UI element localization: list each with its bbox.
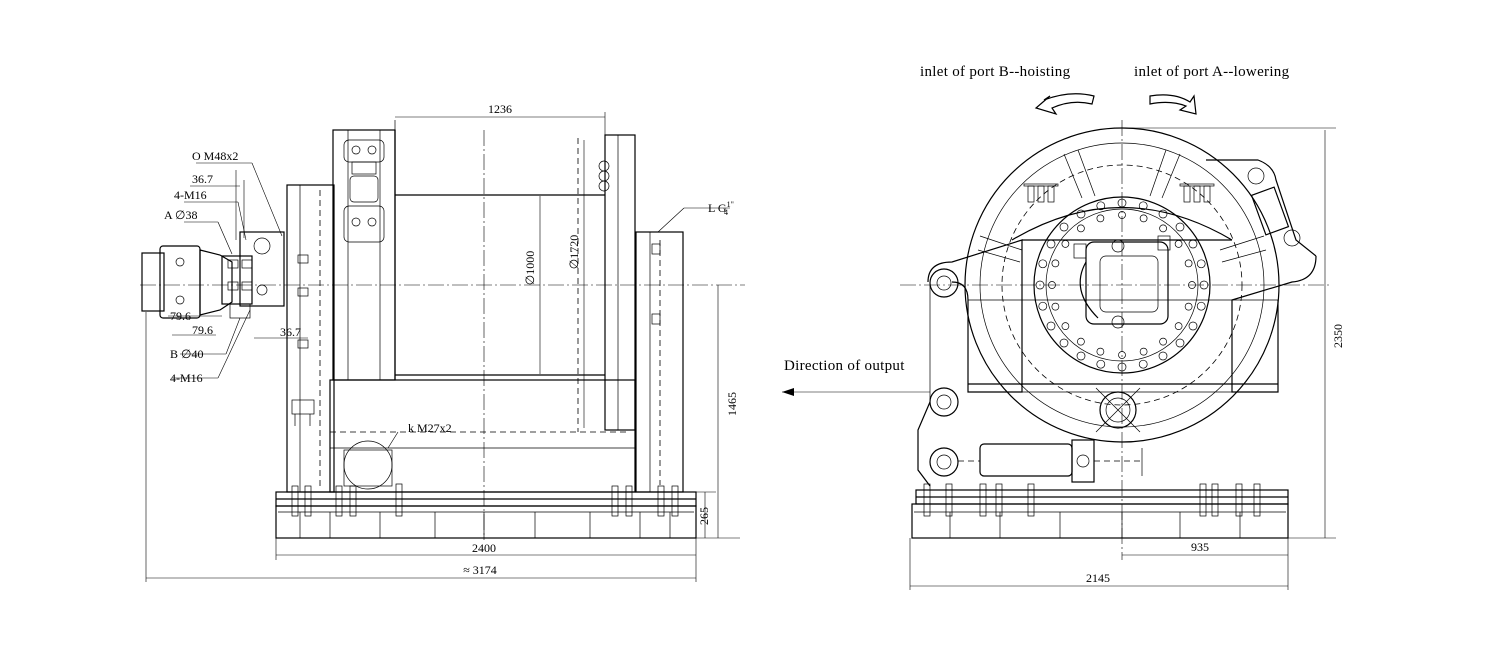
hub-bolt	[1184, 259, 1193, 268]
hub-bolt	[1159, 337, 1167, 346]
hub-bolt	[1199, 280, 1209, 290]
dim-79-6-a: 79.6	[170, 309, 191, 323]
hub-bolt	[1139, 214, 1148, 223]
hub-bolt	[1035, 280, 1045, 290]
hub-bolt	[1138, 359, 1148, 369]
overall-length-dimension: ≈ 3174	[463, 563, 497, 577]
hub-bolt	[1076, 351, 1086, 361]
dim-36-7-bottom: 36.7	[280, 325, 301, 339]
dim-36-7-top: 36.7	[192, 172, 213, 186]
hub-bolt	[1077, 337, 1085, 346]
hub-bolt	[1038, 301, 1048, 311]
half-width-dimension: 935	[1191, 540, 1209, 554]
hub-bolt	[1138, 201, 1148, 211]
hub-bolt	[1117, 362, 1127, 372]
flange-diameter-dimension: ∅1720	[567, 235, 581, 269]
bolts-top-label: 4-M16	[174, 188, 207, 202]
l-thread-denominator: 4	[724, 208, 728, 217]
overall-height-dimension: 2350	[1331, 324, 1345, 348]
o-thread-label: O M48x2	[192, 149, 238, 163]
hub-bolt	[1096, 347, 1105, 356]
hub-bolt	[1096, 201, 1106, 211]
drum-diameter-dimension: ∅1000	[523, 251, 537, 285]
bolts-bottom-label: 4-M16	[170, 371, 203, 385]
hub-bolt	[1059, 338, 1069, 348]
hub-bolt	[1046, 239, 1056, 249]
hub-bolt	[1077, 224, 1085, 233]
hub-bolt	[1159, 224, 1167, 233]
hub-bolt	[1061, 322, 1070, 330]
side-view: 1236 ∅1000 ∅1720 1465 265 2400 ≈ 3174 O …	[140, 102, 745, 582]
b-port-label: B ∅40	[170, 347, 203, 361]
hub-bolt	[1175, 338, 1185, 348]
base-height-dimension: 265	[697, 507, 711, 525]
direction-of-output-label: Direction of output	[784, 358, 905, 374]
hub-bolt	[1096, 359, 1106, 369]
end-view: inlet of port B--hoisting inlet of port …	[782, 64, 1345, 590]
dim-79-6-b: 79.6	[192, 323, 213, 337]
hub-bolt	[1051, 259, 1060, 268]
hub-bolt	[1188, 281, 1196, 289]
hub-bolt	[1158, 351, 1168, 361]
hub-bolt	[1139, 347, 1148, 356]
hub-bolt	[1158, 209, 1168, 219]
hub-bolt	[1118, 351, 1126, 359]
l-thread-label: L G1"	[708, 200, 734, 215]
port-b-caption: inlet of port B--hoisting	[920, 64, 1071, 80]
hub-bolt	[1118, 211, 1126, 219]
hub-bolt	[1076, 209, 1086, 219]
hub-bolt	[1096, 214, 1105, 223]
base-length-dimension: 2400	[472, 541, 496, 555]
hub-bolt	[1038, 259, 1048, 269]
k-thread-label: k M27x2	[408, 421, 452, 435]
hub-bolt	[1175, 222, 1185, 232]
drum-length-dimension: 1236	[488, 102, 512, 116]
overall-width-dimension: 2145	[1086, 571, 1110, 585]
hub-bolt	[1174, 240, 1183, 248]
hub-bolt	[1174, 322, 1183, 330]
center-height-dimension: 1465	[725, 392, 739, 416]
hub-bolt	[1046, 321, 1056, 331]
hub-bolt	[1048, 281, 1056, 289]
hydraulic-motor	[141, 231, 285, 319]
hub-bolt	[1188, 321, 1198, 331]
hub-bolt	[1061, 240, 1070, 248]
a-port-label: A ∅38	[164, 208, 197, 222]
hub-bolt	[1059, 222, 1069, 232]
hub-bolt	[1196, 301, 1206, 311]
hub-bolt	[1117, 198, 1127, 208]
hub-bolt	[1196, 259, 1206, 269]
hub-bolt	[1188, 239, 1198, 249]
port-a-caption: inlet of port A--lowering	[1134, 64, 1290, 80]
hub-bolt	[1051, 302, 1060, 311]
hub-bolt	[1184, 302, 1193, 311]
